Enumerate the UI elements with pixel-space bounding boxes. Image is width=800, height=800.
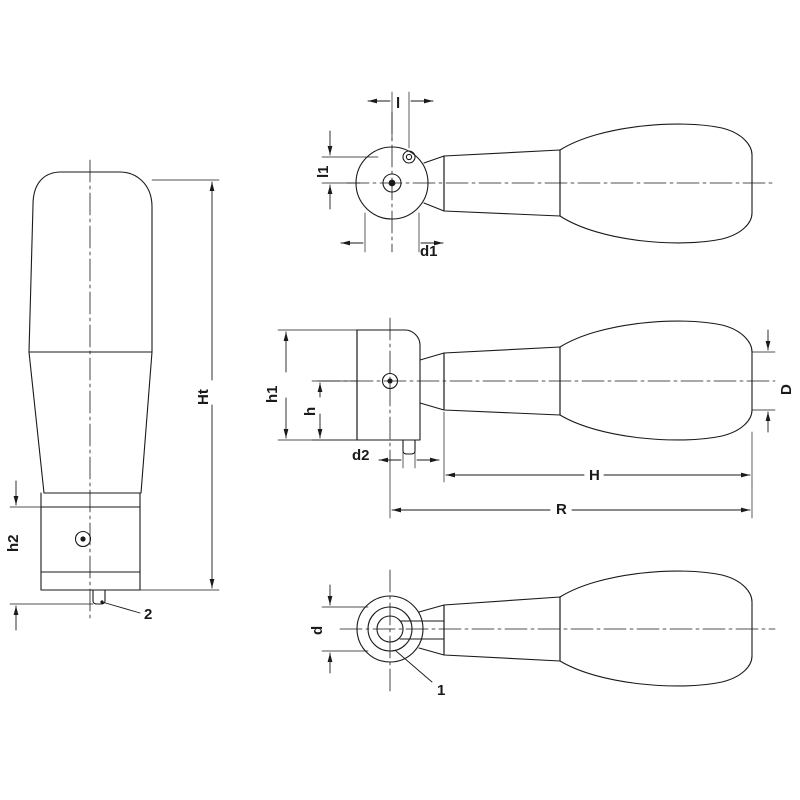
dim-d2 xyxy=(378,451,440,469)
dim-l1 xyxy=(321,130,379,210)
dim-h xyxy=(311,380,358,441)
dim-l xyxy=(367,91,434,149)
dim-label-d2: d2 xyxy=(352,447,370,464)
dim-H xyxy=(443,411,753,483)
dim-label-d: d xyxy=(309,625,326,635)
dim-h2 xyxy=(9,480,94,631)
dim-label-d1: d1 xyxy=(420,243,438,260)
dim-D xyxy=(751,329,776,433)
dim-Ht xyxy=(139,179,220,591)
bottom-view-centerlines xyxy=(339,569,776,693)
dim-label-h1: h1 xyxy=(264,385,281,403)
callout-label-2: 2 xyxy=(144,606,153,623)
dim-R xyxy=(389,461,753,519)
top-view-centerlines xyxy=(346,111,776,253)
side-view-centerlines xyxy=(317,317,776,463)
dim-h1 xyxy=(277,329,358,441)
callout-1-leader xyxy=(395,650,433,683)
dim-d1 xyxy=(340,212,444,253)
dim-label-D: D xyxy=(778,384,795,395)
side-view-outline xyxy=(356,320,753,455)
dim-d xyxy=(321,584,369,674)
dim-label-h: h xyxy=(302,406,319,416)
dim-label-H: H xyxy=(589,467,600,484)
dim-label-Ht: Ht xyxy=(195,389,212,405)
callout-2-leader xyxy=(100,600,141,614)
dim-label-l1: l1 xyxy=(315,165,332,178)
dim-label-l: l xyxy=(396,95,401,112)
dim-label-h2: h2 xyxy=(5,534,22,552)
top-view-outline xyxy=(355,123,753,244)
callout-label-1: 1 xyxy=(437,682,446,699)
front-view-left-outline xyxy=(28,171,153,605)
dim-label-R: R xyxy=(556,501,567,518)
